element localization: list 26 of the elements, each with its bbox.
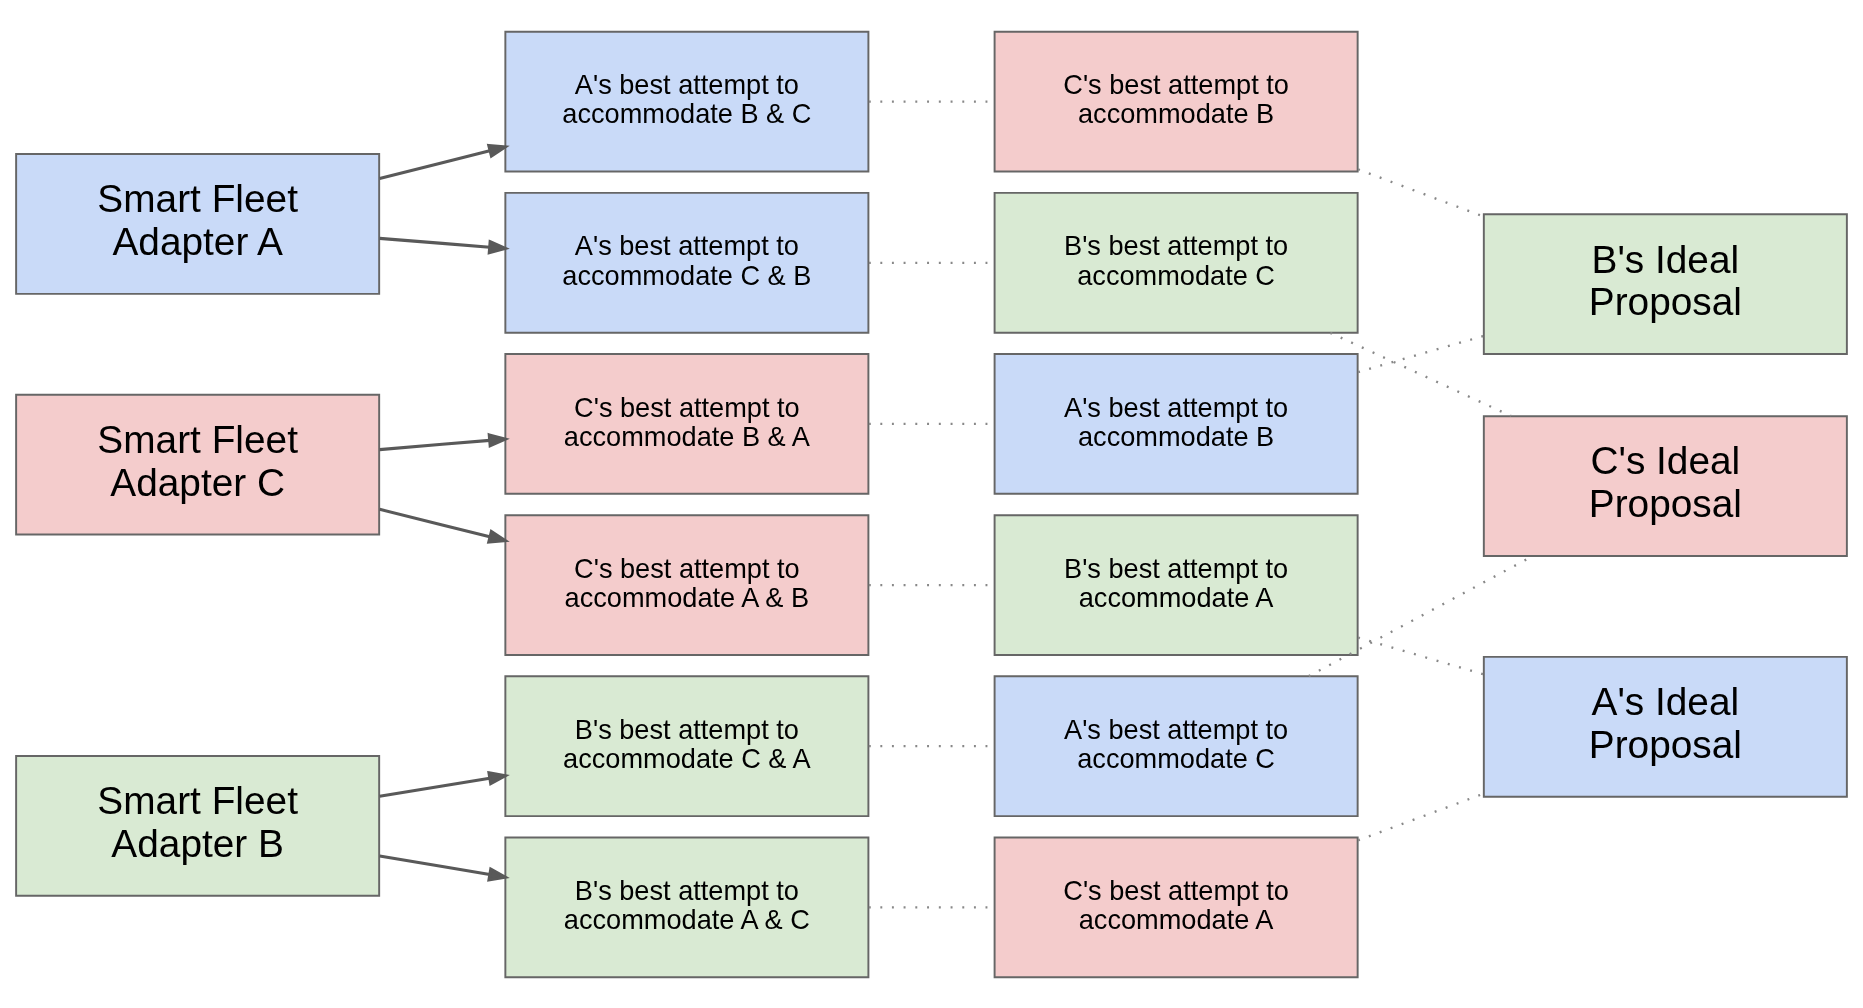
node-box: C's best attempt to accommodate B: [993, 30, 1359, 172]
node-box: A's best attempt to accommodate C & B: [504, 191, 870, 334]
arrow: [379, 432, 510, 451]
node-box: B's best attempt to accommodate A: [993, 513, 1359, 656]
node-box: A's best attempt to accommodate B & C: [504, 30, 870, 172]
node-box: B's best attempt to accommodate A & C: [504, 836, 870, 978]
node-box: Smart Fleet Adapter B: [15, 754, 381, 897]
connector: [1357, 334, 1484, 373]
arrow: [379, 770, 510, 798]
node-box: A's Ideal Proposal: [1482, 655, 1848, 798]
node-box: C's Ideal Proposal: [1482, 414, 1848, 557]
node-box: Smart Fleet Adapter C: [15, 393, 381, 536]
node-box: B's Ideal Proposal: [1482, 212, 1848, 355]
node-box: C's best attempt to accommodate A: [993, 836, 1359, 978]
arrow: [379, 236, 510, 255]
node-box: B's best attempt to accommodate C: [993, 191, 1359, 334]
node-box: Smart Fleet Adapter A: [15, 152, 381, 295]
connector: [1357, 636, 1484, 675]
arrow: [379, 854, 510, 882]
node-box: A's best attempt to accommodate B: [993, 352, 1359, 495]
node-box: C's best attempt to accommodate B & A: [504, 352, 870, 495]
arrow: [379, 143, 510, 180]
node-box: C's best attempt to accommodate A & B: [504, 513, 870, 656]
node-box: B's best attempt to accommodate C & A: [504, 674, 870, 817]
arrow: [379, 507, 510, 544]
node-box: A's best attempt to accommodate C: [993, 674, 1359, 817]
